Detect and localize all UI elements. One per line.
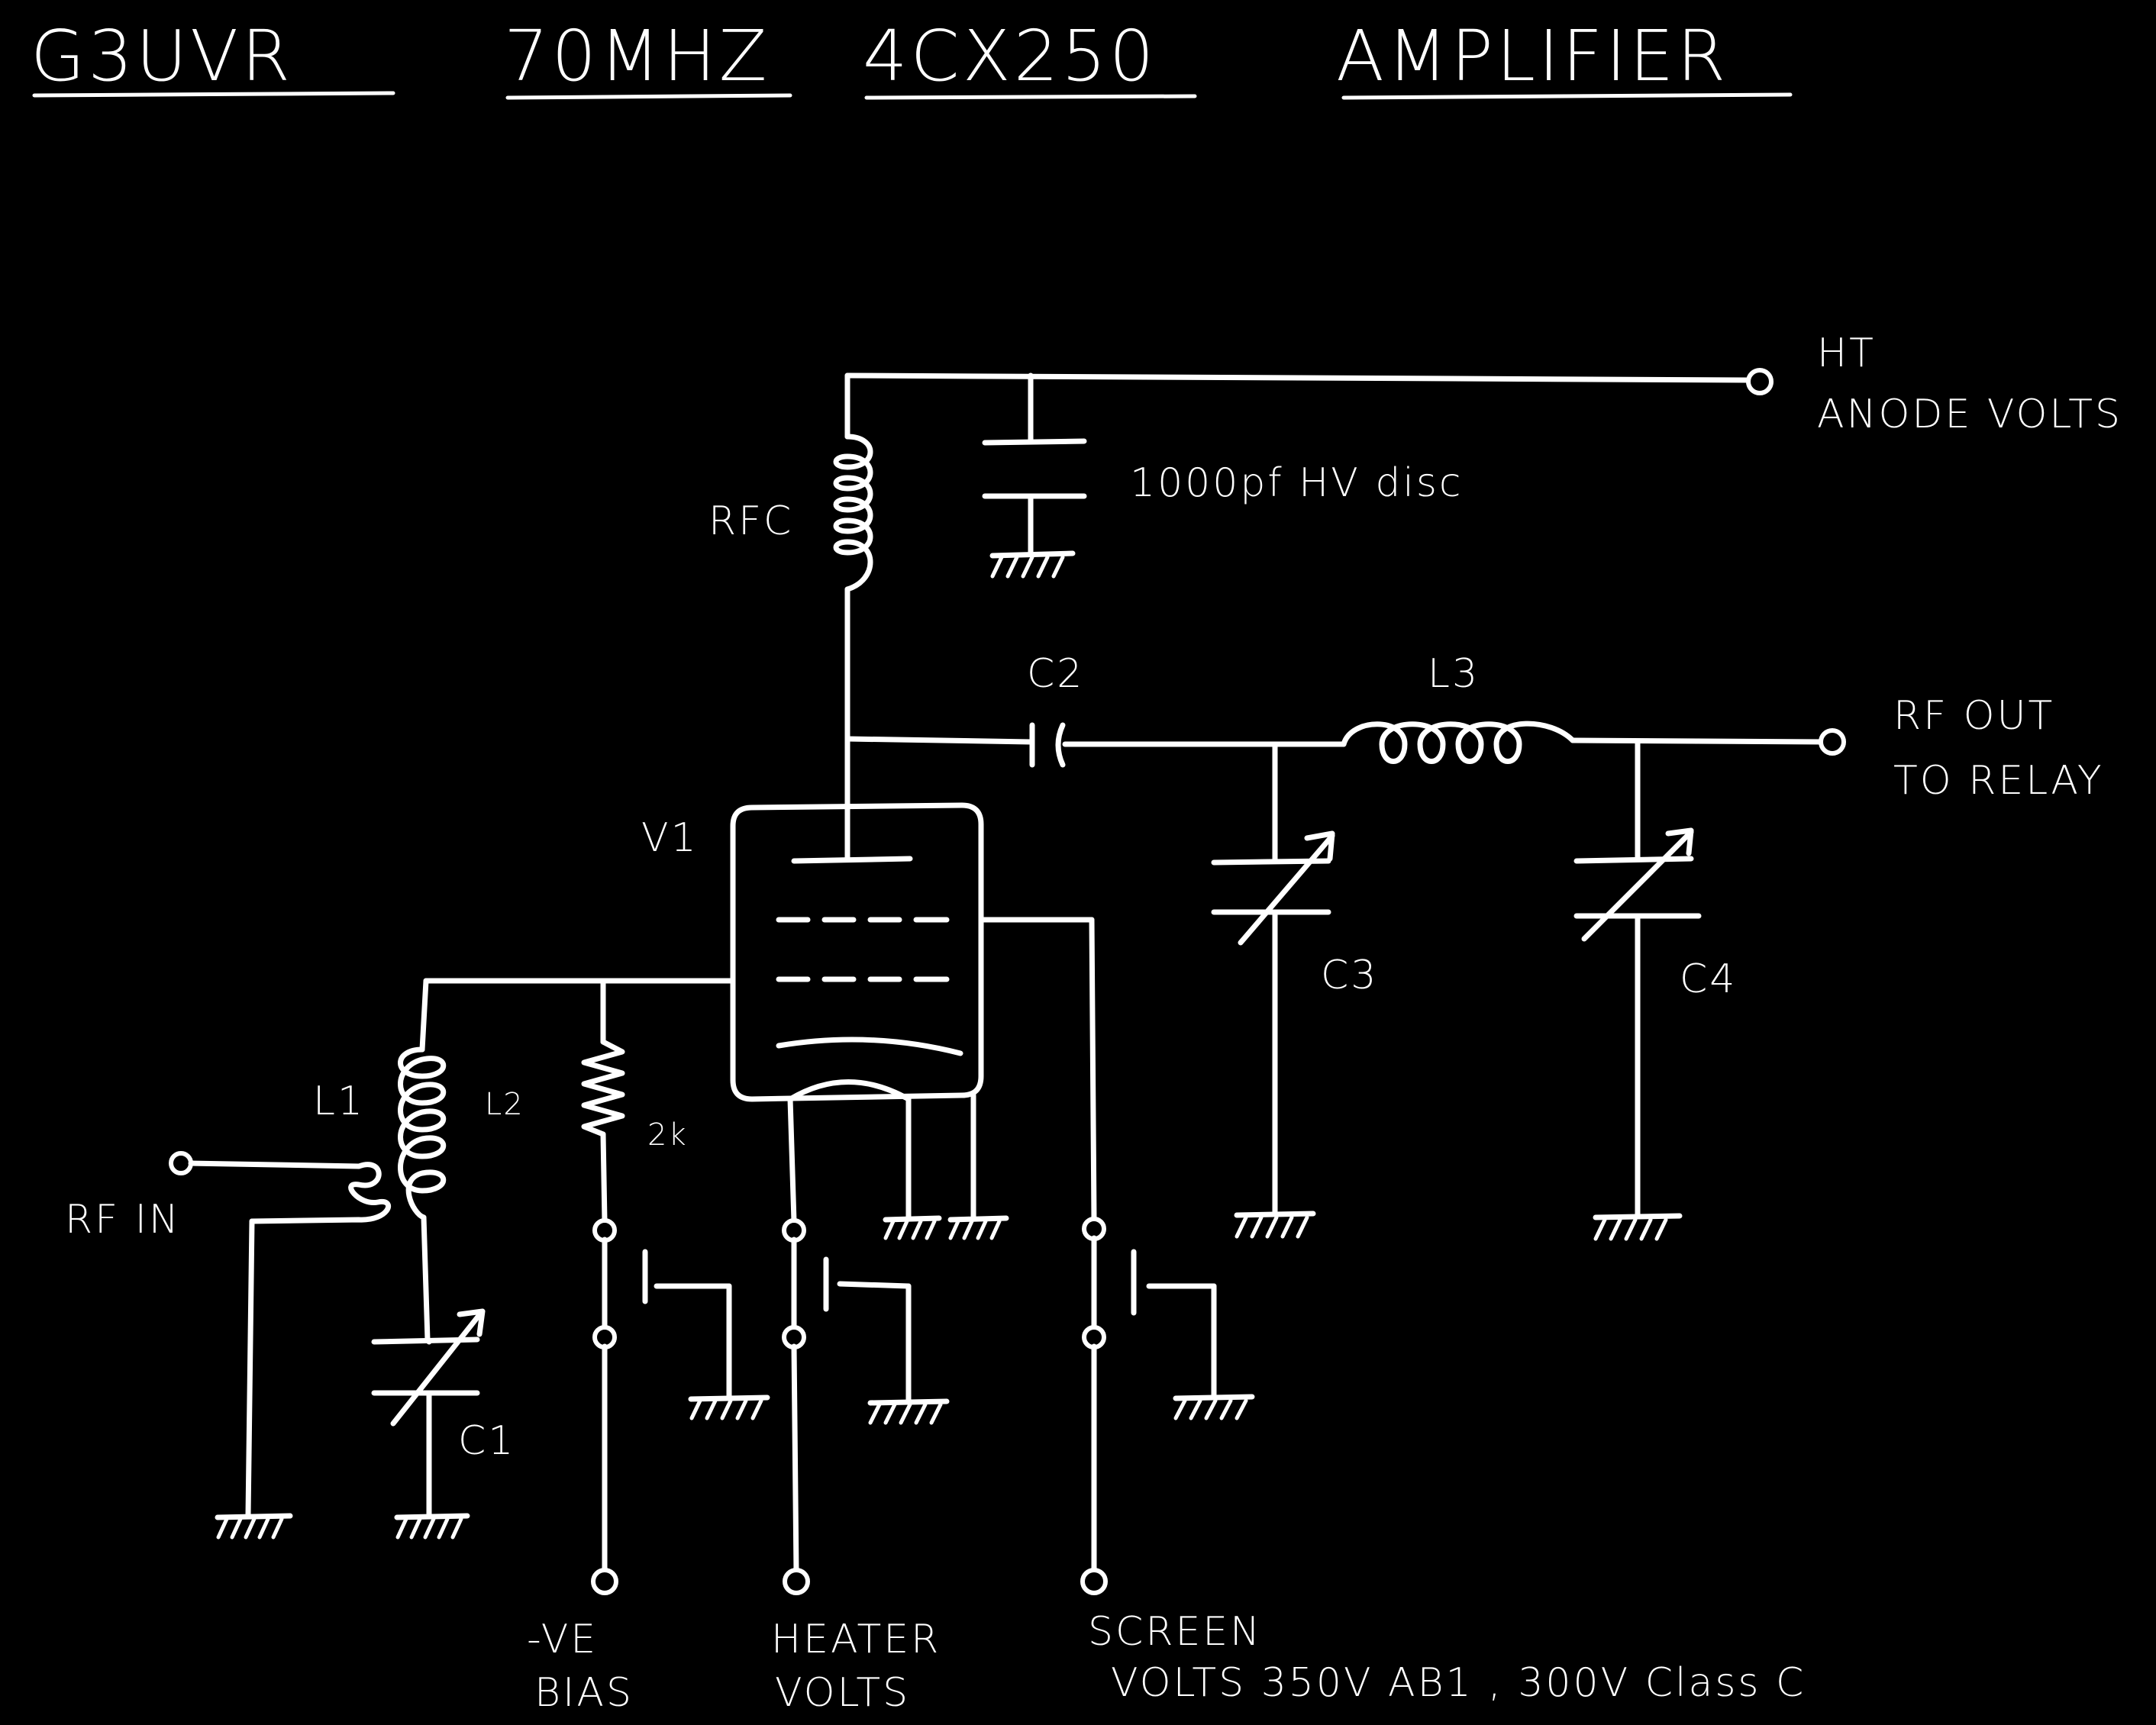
bias-label: -VE bbox=[527, 1617, 598, 1662]
title-word: AMPLIFIER bbox=[1336, 15, 1728, 97]
valve-v1 bbox=[730, 802, 984, 1102]
rfc-label: RFC bbox=[708, 498, 793, 544]
title-underline bbox=[32, 91, 395, 98]
anode-wire bbox=[844, 736, 1034, 812]
screen-label: SCREEN bbox=[1088, 1609, 1262, 1655]
title-valve: 4CX250 bbox=[863, 15, 1157, 97]
c2-capacitor bbox=[1029, 722, 1148, 768]
pi-network bbox=[1142, 721, 1846, 764]
l1-link-coil bbox=[169, 1151, 392, 1540]
title-underline bbox=[1341, 92, 1793, 100]
title: G3UVR 70MHZ 4CX250 AMPLIFIER bbox=[31, 15, 1793, 100]
title-underline bbox=[864, 94, 1197, 100]
c1-label: C1 bbox=[458, 1418, 515, 1464]
screen-terminal bbox=[1080, 1568, 1108, 1595]
ht-label: HT bbox=[1817, 330, 1876, 376]
bias-resistor bbox=[581, 978, 625, 1595]
rf-in-terminal bbox=[169, 1151, 193, 1175]
ht-label: ANODE VOLTS bbox=[1817, 392, 2122, 437]
heater-wire bbox=[782, 1096, 810, 1595]
c4-variable-capacitor bbox=[1573, 739, 1702, 1241]
c2-label: C2 bbox=[1027, 651, 1084, 697]
l2-grid-coil bbox=[398, 1046, 447, 1343]
c3-variable-capacitor bbox=[1211, 741, 1335, 1239]
l1-label: L1 bbox=[313, 1079, 365, 1124]
ht-rail bbox=[844, 368, 1774, 440]
heater-label: HEATER bbox=[771, 1617, 941, 1662]
bias-resistor-label: 2k bbox=[647, 1117, 688, 1153]
l2-label: L2 bbox=[485, 1087, 524, 1122]
grid-wire bbox=[419, 978, 736, 1053]
v1-label: V1 bbox=[641, 815, 699, 861]
rf-out-label: RF OUT bbox=[1893, 693, 2054, 739]
cathode-ground bbox=[883, 1092, 1009, 1240]
heater-label: VOLTS bbox=[775, 1670, 910, 1716]
ht-terminal bbox=[1746, 368, 1774, 395]
screen-grid-wire bbox=[978, 917, 1108, 1595]
heater-switch bbox=[823, 1256, 950, 1425]
rf-choke bbox=[833, 434, 873, 812]
c1-variable-capacitor bbox=[371, 1308, 486, 1540]
decoupling-capacitor bbox=[982, 372, 1087, 579]
title-frequency: 70MHZ bbox=[504, 15, 770, 97]
c3-label: C3 bbox=[1321, 953, 1378, 998]
bias-switch bbox=[642, 1249, 770, 1420]
rf-out-label: TO RELAY bbox=[1893, 758, 2104, 804]
c4-label: C4 bbox=[1680, 956, 1737, 1002]
title-underline bbox=[505, 93, 792, 100]
screen-label: VOLTS 350V AB1 , 300V Class C bbox=[1111, 1660, 1806, 1706]
title-callsign: G3UVR bbox=[31, 15, 293, 97]
screen-switch bbox=[1131, 1249, 1255, 1420]
bias-label: BIAS bbox=[534, 1670, 634, 1716]
rf-out-terminal bbox=[1819, 728, 1846, 756]
bias-terminal bbox=[591, 1568, 618, 1595]
decoupling-cap-label: 1000pf HV disc bbox=[1130, 460, 1464, 506]
l3-label: L3 bbox=[1428, 651, 1480, 697]
rf-in-label: RF IN bbox=[65, 1197, 181, 1243]
heater-terminal bbox=[783, 1568, 810, 1595]
